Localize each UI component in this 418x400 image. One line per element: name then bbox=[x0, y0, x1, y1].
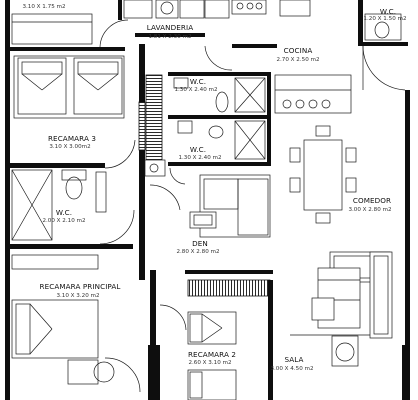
den: DEN 2.80 X 2.80 m2 bbox=[149, 174, 271, 255]
lavanderia-name: LAVANDERIA bbox=[147, 23, 193, 32]
recamara-principal: RECAMARA PRINCIPAL 3.10 X 3.20 m2 bbox=[11, 254, 141, 393]
sala: SALA 3.00 X 4.50 m2 bbox=[270, 251, 393, 372]
wc-top-right-dims: 1.20 X 1.50 m2 bbox=[363, 16, 406, 22]
top-left-room-dims: 3.10 X 1.75 m2 bbox=[22, 4, 65, 10]
recamara-2-dims: 2.60 X 3.10 m2 bbox=[188, 360, 231, 366]
wc-middle-name: W.C. bbox=[190, 77, 206, 86]
wc-lower-name: W.C. bbox=[190, 145, 206, 154]
comedor-name: COMEDOR bbox=[353, 196, 391, 205]
wc-lower-dims: 1.30 X 2.40 m2 bbox=[178, 155, 221, 161]
recamara-2-name: RECAMARA 2 bbox=[188, 350, 236, 359]
recamara-3-dims: 3.10 X 3.00m2 bbox=[49, 144, 90, 150]
wc-middle: W.C. 1.30 X 2.40 m2 bbox=[173, 77, 266, 113]
wc-left-dims: 2.00 X 2.10 m2 bbox=[42, 218, 85, 224]
sala-dims: 3.00 X 4.50 m2 bbox=[270, 366, 313, 372]
cocina-name: COCINA bbox=[284, 46, 313, 55]
recamara-principal-dims: 3.10 X 3.20 m2 bbox=[56, 293, 99, 299]
wc-left: W.C. 2.00 X 2.10 m2 bbox=[11, 169, 135, 245]
door-arcs bbox=[99, 19, 233, 185]
wc-left-name: W.C. bbox=[56, 208, 72, 217]
top-left-bedroom: 3.10 X 1.75 m2 bbox=[11, 4, 93, 45]
recamara-2: RECAMARA 2 2.60 X 3.10 m2 bbox=[159, 304, 237, 400]
den-dims: 2.80 X 2.80 m2 bbox=[176, 249, 219, 255]
lavanderia-dims: 1.81 X 2.30 m2 bbox=[148, 34, 191, 40]
wc-lower: W.C. 1.30 X 2.40 m2 bbox=[177, 120, 266, 161]
walls bbox=[5, 0, 410, 400]
cocina-dims: 2.70 X 2.50 m2 bbox=[276, 57, 319, 63]
comedor: COMEDOR 3.00 X 2.80 m2 bbox=[289, 125, 392, 224]
den-name: DEN bbox=[192, 239, 208, 248]
wc-top-right: W.C. 1.20 X 1.50 m2 bbox=[279, 0, 407, 41]
recamara-3-name: RECAMARA 3 bbox=[48, 134, 96, 143]
recamara-3: RECAMARA 3 3.10 X 3.00m2 bbox=[13, 55, 136, 169]
lavanderia: LAVANDERIA 1.81 X 2.30 m2 bbox=[123, 0, 267, 40]
comedor-dims: 3.00 X 2.80 m2 bbox=[348, 207, 391, 213]
wc-top-right-name: W.C. bbox=[380, 7, 396, 16]
cocina: COCINA 2.70 X 2.50 m2 bbox=[274, 45, 406, 114]
sala-name: SALA bbox=[284, 355, 303, 364]
wc-middle-dims: 1.30 X 2.40 m2 bbox=[174, 87, 217, 93]
recamara-principal-name: RECAMARA PRINCIPAL bbox=[39, 282, 120, 291]
